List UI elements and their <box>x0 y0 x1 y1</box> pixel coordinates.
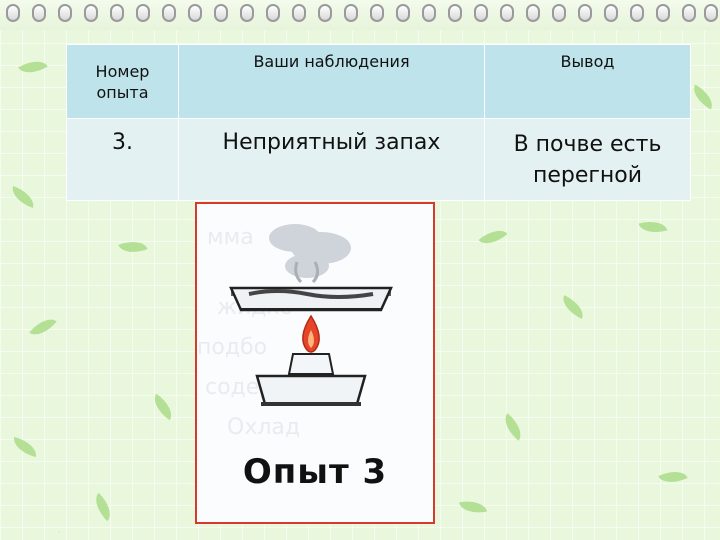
binder-ring <box>162 4 176 22</box>
binder-ring <box>474 4 488 22</box>
cell-conclusion: В почве есть перегной <box>484 118 691 201</box>
binder-ring <box>188 4 202 22</box>
binder-ring <box>682 4 696 22</box>
cell-observation: Неприятный запах <box>178 118 485 201</box>
binder-ring <box>370 4 384 22</box>
flame-icon <box>302 314 320 353</box>
binder-ring <box>656 4 670 22</box>
binder-ring <box>422 4 436 22</box>
binder-ring <box>578 4 592 22</box>
dish-icon <box>229 286 393 312</box>
table-header-row: Номер опыта Ваши наблюдения Вывод <box>66 44 691 119</box>
smoke-icon <box>269 224 351 284</box>
binder-ring <box>396 4 410 22</box>
binder-ring <box>136 4 150 22</box>
binder-ring <box>604 4 618 22</box>
binder-ring <box>266 4 280 22</box>
svg-text:мма: мма <box>207 225 254 250</box>
binder-ring <box>110 4 124 22</box>
table-row: 3. Неприятный запах В почве есть перегно… <box>66 118 691 201</box>
binder-ring <box>240 4 254 22</box>
binder-ring <box>214 4 228 22</box>
watermark: · <box>58 528 61 537</box>
binder-ring <box>84 4 98 22</box>
binder-ring <box>6 4 20 22</box>
binder-ring <box>500 4 514 22</box>
binder-ring <box>448 4 462 22</box>
binder-ring <box>630 4 644 22</box>
burner-icon <box>255 353 367 406</box>
observation-table: Номер опыта Ваши наблюдения Вывод 3. Неп… <box>66 44 691 201</box>
cell-experiment-number: 3. <box>66 118 179 201</box>
binder-ring <box>704 4 718 22</box>
binder-ring <box>344 4 358 22</box>
header-conclusion: Вывод <box>484 44 691 119</box>
figure-caption: Опыт 3 <box>242 452 388 492</box>
background-ghost-text: мма жидко подбо содер Охлад <box>197 225 300 440</box>
binder-ring <box>292 4 306 22</box>
experiment-illustration: мма жидко подбо содер Охлад <box>195 202 435 524</box>
header-observations: Ваши наблюдения <box>178 44 485 119</box>
header-experiment-number: Номер опыта <box>66 44 179 119</box>
svg-text:Охлад: Охлад <box>227 415 300 440</box>
binder-ring <box>526 4 540 22</box>
binder-ring <box>552 4 566 22</box>
svg-text:подбо: подбо <box>197 335 267 360</box>
binder-ring <box>318 4 332 22</box>
burner-drawing: мма жидко подбо содер Охлад <box>197 224 393 440</box>
binder-strip <box>0 0 720 30</box>
binder-ring <box>58 4 72 22</box>
binder-ring <box>32 4 46 22</box>
